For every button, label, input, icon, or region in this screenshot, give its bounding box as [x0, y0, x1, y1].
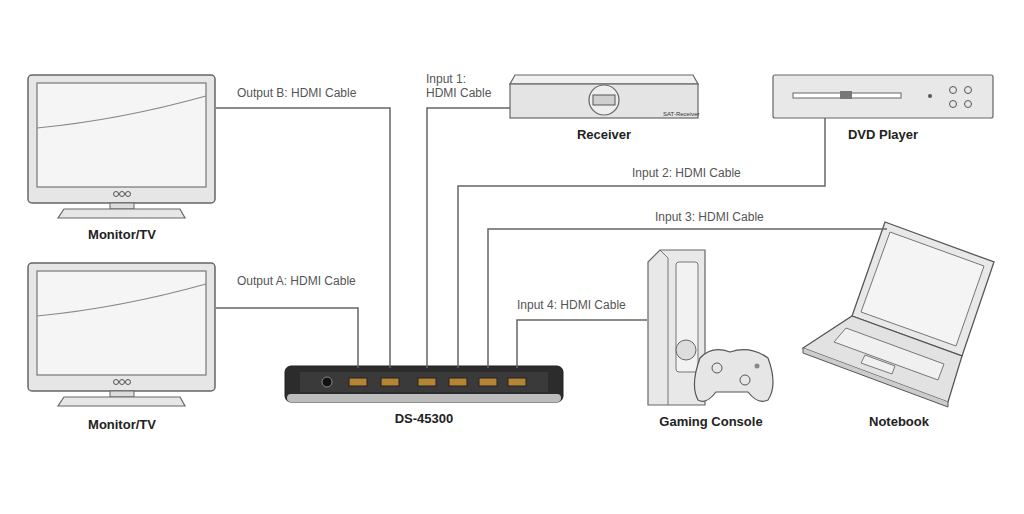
cable-label: Output B: HDMI Cable	[235, 86, 358, 100]
hdmi-cable	[488, 229, 887, 368]
monitor-illustration	[28, 75, 215, 218]
monitor-button	[114, 192, 119, 197]
monitor-button	[126, 380, 131, 385]
dvd-button	[965, 87, 972, 94]
device-caption: Monitor/TV	[0, 227, 246, 242]
dc-jack	[322, 377, 332, 387]
device-node: Monitor/TV	[28, 75, 216, 218]
thumbstick	[712, 363, 722, 373]
monitor-screen	[37, 271, 206, 375]
touchpad	[861, 355, 895, 374]
dvd-button	[950, 87, 957, 94]
hdmi-port	[479, 378, 497, 386]
hdmi-port	[508, 378, 526, 386]
monitor-button	[114, 380, 119, 385]
device-node: DVD Player	[773, 75, 993, 118]
screen-reflection	[37, 96, 206, 128]
monitor-illustration	[28, 263, 215, 406]
monitor-button	[126, 192, 131, 197]
hdmi-cable	[216, 108, 390, 368]
switch-panel	[300, 372, 548, 392]
monitor-base	[58, 397, 185, 406]
switch-illustration	[285, 366, 563, 402]
receiver-top	[510, 75, 698, 84]
monitor-button	[120, 192, 125, 197]
dvd-logo	[840, 91, 852, 99]
screen-reflection	[37, 284, 206, 316]
monitor-bezel	[28, 263, 215, 391]
hdmi-cable	[458, 118, 825, 368]
device-caption: Monitor/TV	[0, 417, 246, 432]
hdmi-port	[449, 378, 467, 386]
device-caption: Gaming Console	[617, 414, 805, 429]
device-node: DS-45300	[285, 368, 563, 402]
dvd-led	[928, 94, 932, 98]
device-node: Notebook	[803, 229, 995, 405]
monitor-bezel	[28, 75, 215, 203]
monitor-screen	[37, 83, 206, 187]
monitor-base	[58, 209, 185, 218]
console-illustration	[648, 250, 773, 405]
notebook-edge	[803, 348, 948, 407]
device-node: Monitor/TV	[28, 263, 216, 408]
controller-button	[755, 364, 760, 369]
switch-base	[287, 394, 561, 402]
monitor-neck	[110, 203, 134, 209]
device-caption: Notebook	[773, 414, 1024, 429]
cable-label: Input 3: HDMI Cable	[653, 210, 766, 224]
dvd-button	[950, 101, 957, 108]
notebook-illustration	[803, 222, 994, 407]
hdmi-port	[418, 378, 436, 386]
cable-label: Input 1: HDMI Cable	[424, 72, 498, 100]
cable-label: Input 4: HDMI Cable	[515, 298, 628, 312]
console-ring	[676, 340, 696, 360]
receiver-display	[593, 95, 615, 105]
console-edge	[660, 250, 668, 405]
thumbstick	[740, 375, 750, 385]
controller	[694, 350, 773, 402]
cable-label: Input 2: HDMI Cable	[630, 166, 743, 180]
dvd-body	[773, 75, 993, 118]
notebook-keyboard	[834, 328, 944, 380]
hdmi-port	[349, 378, 367, 386]
cable-label: Output A: HDMI Cable	[235, 274, 358, 288]
hdmi-cable	[216, 308, 358, 368]
console-panel	[676, 262, 698, 372]
device-caption: Receiver	[480, 127, 728, 142]
monitor-button	[120, 380, 125, 385]
hdmi-cable	[427, 108, 510, 368]
switch-body	[285, 366, 563, 402]
device-caption: DS-45300	[255, 411, 593, 426]
monitor-neck	[110, 391, 134, 397]
device-marking: SAT-Receiver	[663, 111, 700, 117]
dvd-button	[965, 101, 972, 108]
hdmi-cable	[517, 320, 647, 368]
hdmi-port	[381, 378, 399, 386]
device-caption: DVD Player	[743, 127, 1023, 142]
device-node: Gaming Console	[647, 250, 775, 405]
receiver-dial	[589, 85, 619, 115]
dvd-illustration	[773, 75, 993, 118]
